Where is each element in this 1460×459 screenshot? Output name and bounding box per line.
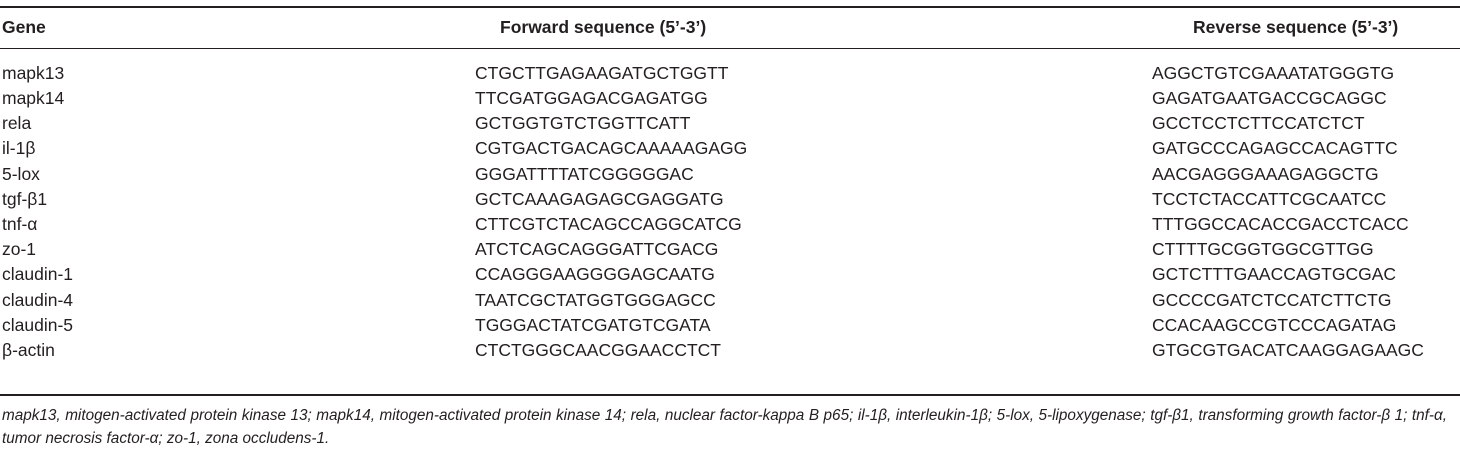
forward-cell: ATCTCAGCAGGGATTCGACG [475, 239, 719, 260]
gene-cell: β-actin [2, 339, 55, 360]
header-reverse-sequence: Reverse sequence (5’-3’) [1193, 17, 1399, 37]
gene-cell: mapk13 [2, 62, 65, 83]
gene-cell: zo-1 [2, 239, 37, 260]
forward-cell: CTGCTTGAGAAGATGCTGGTT [475, 62, 729, 83]
forward-cell: CCAGGGAAGGGGAGCAATG [475, 264, 715, 285]
gene-cell: 5-lox [2, 163, 40, 184]
table-footnote: mapk13, mitogen-activated protein kinase… [2, 407, 1447, 447]
table-row: claudin-1 CCAGGGAAGGGGAGCAATG GCTCTTTGAACC… [0, 263, 1460, 288]
forward-cell: CGTGACTGACAGCAAAAAGAGG [475, 138, 748, 159]
reverse-cell: GCCCCGATCTCCATCTTCTG [1152, 289, 1392, 310]
gene-cell: mapk14 [2, 88, 65, 109]
reverse-cell: GCTCTTTGAACCAGTGCGAC [1152, 264, 1397, 285]
table-row: claudin-4 TAATCGCTATGGTGGGAGCC GCCCCGATCTC… [0, 288, 1460, 313]
forward-cell: GCTCAAAGAGAGCGAGGATG [475, 188, 724, 209]
table-header-rule [0, 48, 1460, 49]
gene-cell: claudin-1 [2, 264, 74, 285]
header-gene: Gene [2, 17, 46, 37]
gene-cell: claudin-5 [2, 314, 74, 335]
table-row: il-1β CGTGACTGACAGCAAAAAGAGG GATGCCCAGAGCC… [0, 137, 1460, 162]
primer-table-body: mapk13 CTGCTTGAGAAGATGCTGGTT AGGCTGTCGAAAT… [0, 61, 1460, 363]
forward-cell: GGGATTTTATCGGGGGAC [475, 163, 694, 184]
gene-cell: tnf-α [2, 213, 38, 234]
table-row: zo-1 ATCTCAGCAGGGATTCGACG CTTTTGCGGTGGCGTT… [0, 237, 1460, 262]
gene-cell: claudin-4 [2, 289, 74, 310]
reverse-cell: GATGCCCAGAGCCACAGTTC [1152, 138, 1398, 159]
gene-cell: tgf-β1 [2, 188, 48, 209]
table-row: claudin-5 TGGGACTATCGATGTCGATA CCACAAGCCGT… [0, 313, 1460, 338]
reverse-cell: GAGATGAATGACCGCAGGC [1152, 88, 1387, 109]
gene-cell: rela [2, 113, 32, 134]
table-bottom-rule [0, 394, 1460, 396]
forward-cell: CTTCGTCTACAGCCAGGCATCG [475, 213, 742, 234]
forward-cell: TAATCGCTATGGTGGGAGCC [475, 289, 716, 310]
table-row: 5-lox GGGATTTTATCGGGGGAC AACGAGGGAAAGAGGCT… [0, 162, 1460, 187]
reverse-cell: CTTTTGCGGTGGCGTTGG [1152, 239, 1374, 260]
primer-table: mapk13 CTGCTTGAGAAGATGCTGGTT AGGCTGTCGAAAT… [0, 61, 1460, 363]
reverse-cell: GCCTCCTCTTCCATCTCT [1152, 113, 1365, 134]
table-row: mapk13 CTGCTTGAGAAGATGCTGGTT AGGCTGTCGAAAT… [0, 61, 1460, 86]
reverse-cell: TTTGGCCACACCGACCTCACC [1152, 213, 1409, 234]
forward-cell: GCTGGTGTCTGGTTCATT [475, 113, 691, 134]
table-row: mapk14 TTCGATGGAGACGAGATGG GAGATGAATGACCGC… [0, 86, 1460, 111]
reverse-cell: TCCTCTACCATTCGCAATCC [1152, 188, 1387, 209]
reverse-cell: CCACAAGCCGTCCCAGATAG [1152, 314, 1397, 335]
table-row: tnf-α CTTCGTCTACAGCCAGGCATCG TTTGGCCACACCG… [0, 212, 1460, 237]
table-row: tgf-β1 GCTCAAAGAGAGCGAGGATG TCCTCTACCATTCG… [0, 187, 1460, 212]
forward-cell: TGGGACTATCGATGTCGATA [475, 314, 711, 335]
table-row: β-actin CTCTGGGCAACGGAACCTCT GTGCGTGACATCA… [0, 338, 1460, 363]
reverse-cell: AACGAGGGAAAGAGGCTG [1152, 163, 1379, 184]
reverse-cell: GTGCGTGACATCAAGGAGAAGC [1152, 339, 1424, 360]
gene-cell: il-1β [2, 138, 36, 159]
reverse-cell: AGGCTGTCGAAATATGGGTG [1152, 62, 1395, 83]
header-forward-sequence: Forward sequence (5’-3’) [500, 17, 707, 37]
table-top-rule [0, 6, 1460, 8]
forward-cell: CTCTGGGCAACGGAACCTCT [475, 339, 721, 360]
table-row: rela GCTGGTGTCTGGTTCATT GCCTCCTCTTCCATCTCT [0, 111, 1460, 136]
forward-cell: TTCGATGGAGACGAGATGG [475, 88, 708, 109]
